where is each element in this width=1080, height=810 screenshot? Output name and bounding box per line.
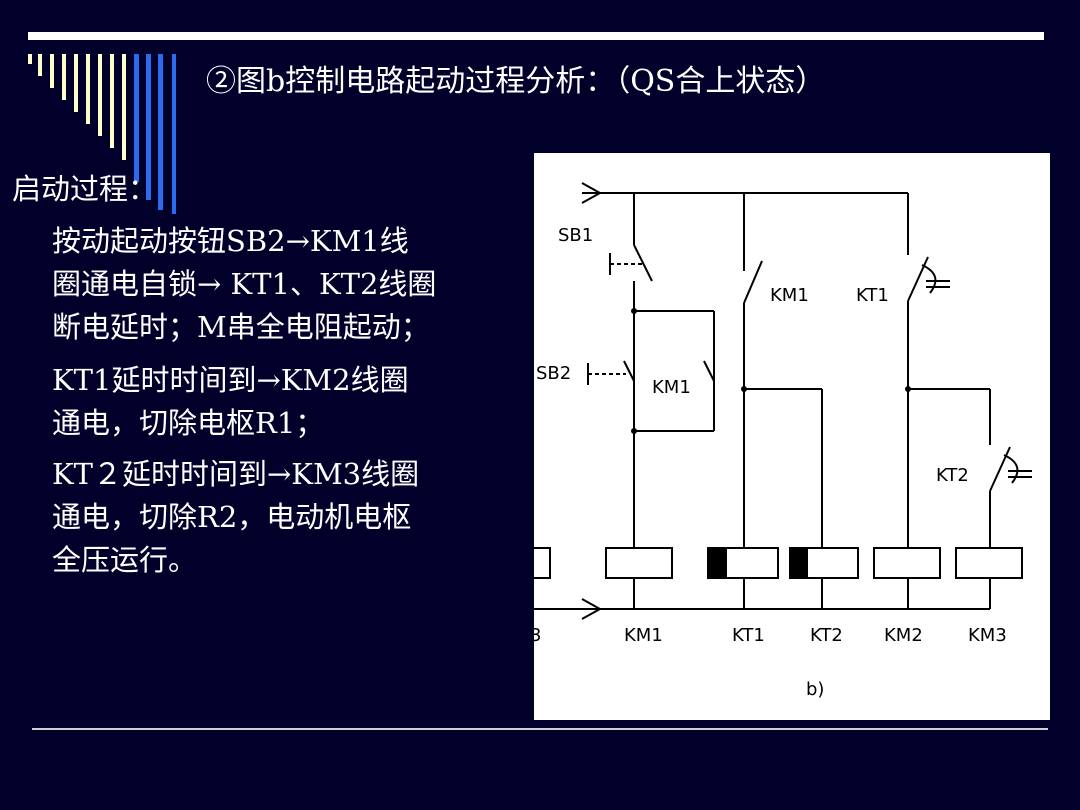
- diagram-caption: b): [806, 679, 824, 700]
- decorative-stripes: [28, 54, 176, 214]
- text-line: KT1延时时间到→KM2线圈: [52, 363, 409, 397]
- label-sb1: SB1: [558, 225, 593, 246]
- coil-km2: [873, 547, 941, 579]
- coil-label-kt1: KT1: [732, 625, 765, 646]
- kt1-delay-marker: [709, 549, 727, 577]
- kt2-contact: [989, 446, 1011, 492]
- coil-partial: [534, 547, 551, 579]
- coil-label-partial: 3: [534, 625, 541, 646]
- text-line: 通电，切除电枢R1；: [52, 406, 325, 440]
- coil-label-km1: KM1: [624, 625, 663, 646]
- bottom-terminal: [581, 598, 603, 620]
- label-sb2: SB2: [536, 363, 571, 384]
- sb1-contact: [633, 244, 653, 282]
- sb2-contact: [623, 360, 635, 382]
- kt2-delay-marker: [791, 549, 808, 577]
- top-rule: [28, 32, 1044, 40]
- label-kt1: KT1: [856, 285, 889, 306]
- coil-label-km2: KM2: [884, 625, 923, 646]
- coil-km3: [955, 547, 1023, 579]
- paragraph-1: 按动起动按钮SB2→KM1线 圈通电自锁→ KT1、KT2线圈 断电延时；M串全…: [52, 220, 436, 349]
- section-heading: 启动过程：: [12, 172, 158, 206]
- bottom-rule: [32, 728, 1048, 730]
- paragraph-3: KT２延时时间到→KM3线圈 通电，切除R2，电动机电枢 全压运行。: [52, 453, 419, 582]
- text-line: 全压运行。: [52, 543, 198, 577]
- text-line: KT２延时时间到→KM3线圈: [52, 457, 420, 491]
- text-line: 圈通电自锁→ KT1、KT2线圈: [52, 267, 437, 301]
- text-line: 断电延时；M串全电阻起动；: [52, 310, 430, 344]
- coil-label-kt2: KT2: [810, 625, 843, 646]
- km1-contact: [743, 260, 763, 304]
- paragraph-2: KT1延时时间到→KM2线圈 通电，切除电枢R1；: [52, 359, 409, 445]
- label-km1-hold: KM1: [652, 377, 691, 398]
- coil-kt2: [789, 547, 859, 579]
- km1-self-hold-contact: [703, 360, 715, 382]
- control-circuit-diagram: SB1 SB2 KM1 KM1 KT1 KT2 KM1 KT1 KT2 KM2 …: [534, 153, 1050, 720]
- text-line: 按动起动按钮SB2→KM1线: [52, 224, 409, 258]
- kt1-contact: [907, 256, 929, 302]
- text-line: 通电，切除R2，电动机电枢: [52, 500, 412, 534]
- label-kt2: KT2: [936, 465, 969, 486]
- coil-km1: [605, 547, 673, 579]
- label-km1: KM1: [770, 285, 809, 306]
- slide-title: ②图b控制电路起动过程分析：（QS合上状态）: [206, 64, 826, 99]
- coil-label-km3: KM3: [968, 625, 1007, 646]
